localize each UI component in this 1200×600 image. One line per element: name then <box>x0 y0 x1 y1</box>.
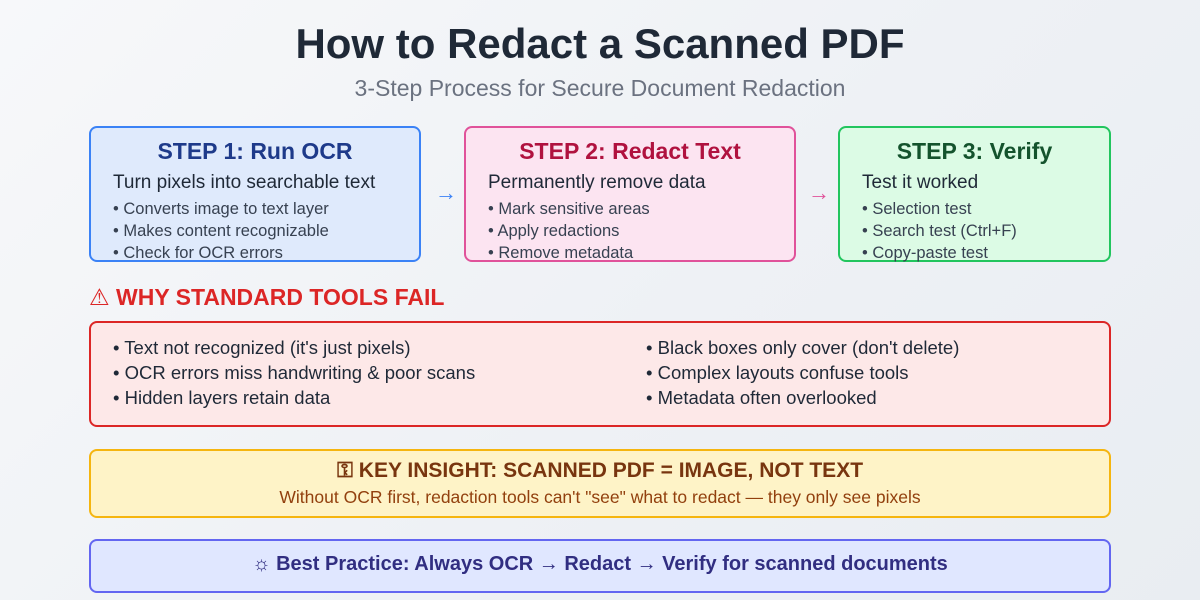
list-item: • Search test (Ctrl+F) <box>862 222 1017 240</box>
step-1-title: STEP 1: Run OCR <box>157 138 353 164</box>
warning-icon: ⚠ <box>89 284 110 310</box>
list-item: • Makes content recognizable <box>113 222 329 240</box>
best-practice-box: ☼ Best Practice: Always OCR → Redact → V… <box>89 539 1111 593</box>
step-1-list: • Converts image to text layer • Makes c… <box>113 198 329 264</box>
why-fail-heading-text: WHY STANDARD TOOLS FAIL <box>116 284 445 310</box>
key-insight-title: ⚿ KEY INSIGHT: SCANNED PDF = IMAGE, NOT … <box>91 459 1109 483</box>
step-3-subtitle: Test it worked <box>862 172 979 193</box>
key-insight-title-text: KEY INSIGHT: SCANNED PDF = IMAGE, NOT TE… <box>358 459 864 482</box>
why-fail-heading: ⚠ WHY STANDARD TOOLS FAIL <box>89 284 444 311</box>
step-2-list: • Mark sensitive areas • Apply redaction… <box>488 198 650 264</box>
why-fail-box: • Text not recognized (it's just pixels)… <box>89 321 1111 427</box>
why-fail-list-left: • Text not recognized (it's just pixels)… <box>113 335 475 410</box>
list-item: • Black boxes only cover (don't delete) <box>646 337 960 358</box>
arrow-right-icon: → <box>808 180 830 205</box>
step-2-subtitle: Permanently remove data <box>488 172 706 193</box>
list-item: • Selection test <box>862 200 972 218</box>
arrow-right-icon: → <box>435 180 457 205</box>
page-subtitle: 3-Step Process for Secure Document Redac… <box>354 75 846 101</box>
list-item: • Text not recognized (it's just pixels) <box>113 337 411 358</box>
key-icon: ⚿ <box>336 459 353 482</box>
step-1-card: STEP 1: Run OCR Turn pixels into searcha… <box>89 126 421 262</box>
list-item: • Mark sensitive areas <box>488 200 650 218</box>
step-3-card: STEP 3: Verify Test it worked • Selectio… <box>838 126 1111 262</box>
best-practice-line: ☼ Best Practice: Always OCR → Redact → V… <box>91 553 1109 576</box>
step-2-title: STEP 2: Redact Text <box>519 138 741 164</box>
lightbulb-icon: ☼ <box>252 553 271 575</box>
page-title: How to Redact a Scanned PDF <box>295 20 905 67</box>
list-item: • Converts image to text layer <box>113 200 329 218</box>
why-fail-list-right: • Black boxes only cover (don't delete) … <box>646 335 959 410</box>
list-item: • Metadata often overlooked <box>646 387 877 408</box>
key-insight-text: Without OCR first, redaction tools can't… <box>279 487 921 507</box>
step-1-subtitle: Turn pixels into searchable text <box>113 172 376 193</box>
step-2-card: STEP 2: Redact Text Permanently remove d… <box>464 126 796 262</box>
step-3-title: STEP 3: Verify <box>896 138 1053 164</box>
list-item: • Remove metadata <box>488 244 634 262</box>
list-item: • Hidden layers retain data <box>113 387 331 408</box>
best-practice-text: Best Practice: Always OCR → Redact → Ver… <box>276 553 948 575</box>
list-item: • Copy-paste test <box>862 244 988 262</box>
list-item: • OCR errors miss handwriting & poor sca… <box>113 362 476 383</box>
list-item: • Check for OCR errors <box>113 244 283 262</box>
list-item: • Complex layouts confuse tools <box>646 362 909 383</box>
list-item: • Apply redactions <box>488 222 620 240</box>
key-insight-box: ⚿ KEY INSIGHT: SCANNED PDF = IMAGE, NOT … <box>89 449 1111 518</box>
step-3-list: • Selection test • Search test (Ctrl+F) … <box>862 198 1017 264</box>
